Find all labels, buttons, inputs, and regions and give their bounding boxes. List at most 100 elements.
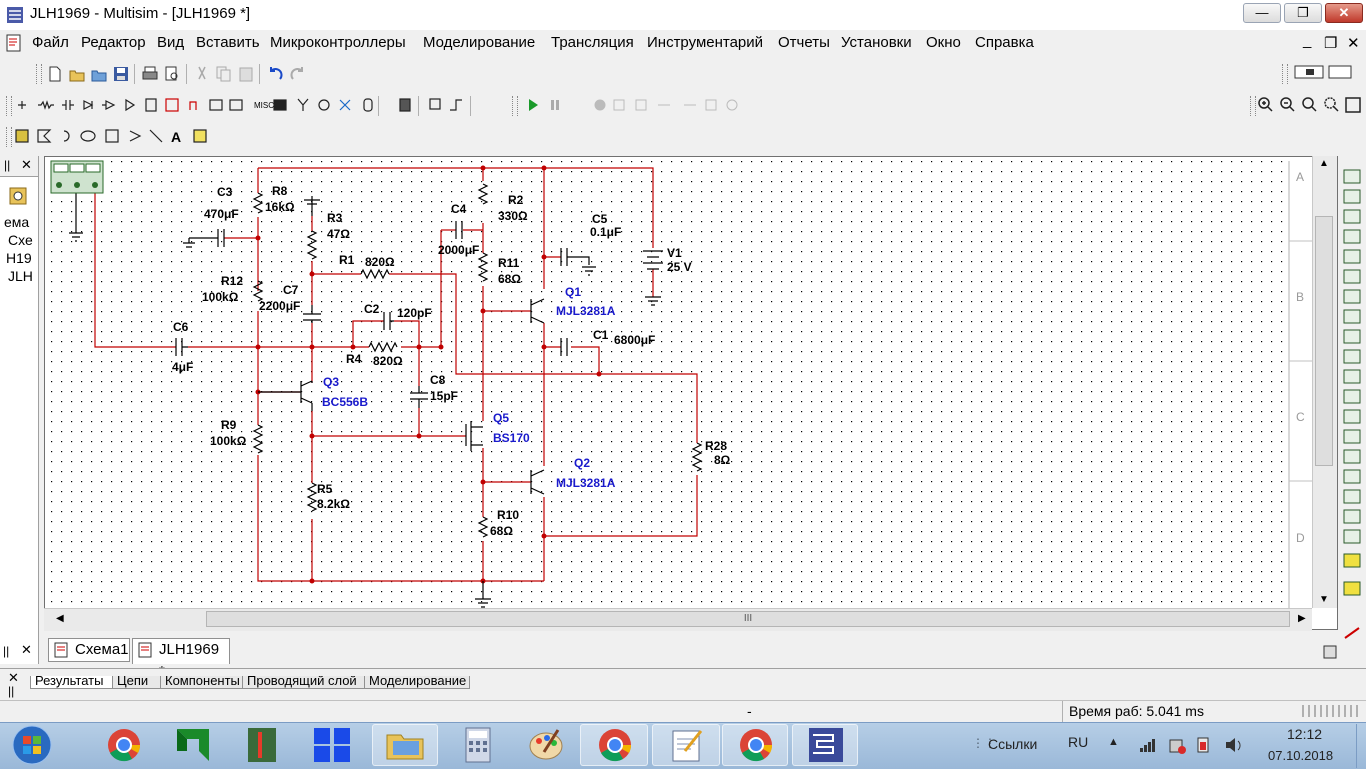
start-button-icon[interactable] [8,724,56,766]
spreadsheet-close-button[interactable]: ✕ [8,670,19,685]
instrument-probe-icon[interactable] [1322,644,1338,660]
menu-transfer[interactable]: Трансляция [551,34,634,51]
grid-toggle-icon[interactable] [1328,64,1352,80]
document-icon[interactable] [4,33,24,53]
tray-icons[interactable] [1138,734,1258,756]
panel-grip[interactable]: || [8,684,15,698]
open-samples-icon[interactable] [90,65,108,83]
menu-view[interactable]: Вид [157,34,185,51]
menu-tools[interactable]: Инструментарий [647,34,764,51]
transistor-Q5 [465,421,483,451]
print-icon[interactable] [141,65,159,83]
toolbar-grip[interactable] [512,96,518,116]
resistor-R8 [252,192,264,214]
function-generator[interactable] [50,160,104,194]
tab-jlh1969[interactable]: JLH1969 * [132,638,230,680]
scroll-up-arrow-icon[interactable]: ▲ [1319,158,1329,169]
chrome-icon [740,729,773,762]
undo-icon[interactable] [266,65,284,83]
vertical-scroll-thumb[interactable] [1315,216,1333,466]
open-file-icon[interactable] [68,65,86,83]
hardware-monitor-icon [248,728,276,762]
multisim-app-icon[interactable] [6,6,24,24]
taskbar-task-view[interactable] [300,724,364,766]
language-indicator[interactable]: RU [1068,734,1089,750]
wires[interactable] [94,167,698,582]
schematic-canvas[interactable]: A B C D C3 470μF R8 16kΩ R3 47Ω C4 2000μ… [44,156,1338,630]
full-screen-icon[interactable] [1294,64,1324,80]
mdi-minimize-button[interactable]: _ [1303,32,1312,49]
schematic-drawing[interactable]: A B C D C3 470μF R8 16kΩ R3 47Ω C4 2000μ… [45,157,1338,630]
toolbar-grip[interactable] [6,127,12,147]
clock-time[interactable]: 12:12 [1287,726,1323,742]
tab-scheme1[interactable]: Схема1 [48,638,130,662]
taskbar-chrome-window[interactable] [580,724,648,766]
capacitor-C1 [560,338,568,356]
taskbar-chrome[interactable] [92,724,156,766]
panel-grip[interactable]: || [4,158,11,172]
mdi-restore-button[interactable]: ❐ [1324,35,1338,52]
pause-simulation-icon[interactable] [546,96,564,114]
drawing-tools-icons[interactable]: A [14,127,214,145]
taskbar-chrome-window-2[interactable] [722,724,788,766]
paste-icon[interactable] [237,65,255,83]
progress-indicator [1302,705,1358,717]
panel-close-button[interactable]: ✕ [21,157,32,172]
new-file-icon[interactable] [46,65,64,83]
menu-microcontrollers[interactable]: Микроконтроллеры [270,34,406,51]
menu-help[interactable]: Справка [975,34,1034,51]
taskbar-explorer[interactable] [372,724,438,766]
tab-copper-layers[interactable]: Проводящий слой [242,676,366,689]
scroll-right-arrow-icon[interactable]: ▶ [1298,613,1306,624]
resistor-R5 [306,482,318,512]
menu-options[interactable]: Установки [841,34,912,51]
taskbar-calculator[interactable] [446,724,510,766]
links-toolbar[interactable]: Ссылки [988,736,1038,752]
minimize-button[interactable]: — [1243,3,1281,23]
show-hidden-icons-icon[interactable]: ▲ [1108,736,1119,748]
toolbar-grip[interactable] [36,64,42,84]
hierarchy-icon[interactable] [8,186,28,206]
toolbox-close-button[interactable]: ✕ [21,642,32,657]
taskbar-multisim[interactable] [792,724,858,766]
taskbar-paint[interactable] [514,724,578,766]
taskbar-amd[interactable] [161,724,225,766]
toolbar-grip[interactable] [1282,64,1288,84]
label-ref: C8 [430,373,446,387]
horizontal-scroll-thumb[interactable]: III [206,611,1290,627]
scroll-left-arrow-icon[interactable]: ◀ [56,613,64,624]
scroll-down-arrow-icon[interactable]: ▼ [1319,594,1329,605]
component-family-icons[interactable]: MISC [14,96,474,114]
cut-icon[interactable] [193,65,211,83]
menu-window[interactable]: Окно [926,34,961,51]
run-simulation-icon[interactable] [524,96,542,114]
toolbar-grip[interactable] [1250,96,1256,116]
panel-grip[interactable]: || [3,644,10,658]
component-symbols[interactable] [69,183,703,608]
redo-icon[interactable] [289,65,307,83]
tab-results[interactable]: Результаты [30,676,114,689]
zoom-tools-icons[interactable] [1256,96,1364,114]
menu-file[interactable]: Файл [32,34,69,51]
taskbar-hardware-monitor[interactable] [230,724,294,766]
show-desktop-button[interactable] [1356,724,1366,768]
toolbar-grip[interactable] [6,96,12,116]
menu-insert[interactable]: Вставить [196,34,260,51]
instrument-icons[interactable] [1341,162,1365,652]
tab-nets[interactable]: Цепи [112,676,162,689]
tab-simulation[interactable]: Моделирование [364,676,470,689]
copy-icon[interactable] [215,65,233,83]
step-simulation-icons[interactable] [592,96,742,114]
print-preview-icon[interactable] [163,65,181,83]
tab-components[interactable]: Компоненты [160,676,244,689]
mdi-close-button[interactable]: ✕ [1347,35,1360,52]
close-button[interactable]: ✕ [1325,3,1363,23]
clock-date[interactable]: 07.10.2018 [1268,748,1334,763]
menu-simulate[interactable]: Моделирование [423,34,536,51]
menu-reports[interactable]: Отчеты [778,34,830,51]
menu-edit[interactable]: Редактор [81,34,146,51]
save-icon[interactable] [112,65,130,83]
taskbar-notepad[interactable] [652,724,720,766]
maximize-button[interactable]: ❐ [1284,3,1322,23]
tray-grip[interactable]: ⋮⋮ [972,736,996,750]
